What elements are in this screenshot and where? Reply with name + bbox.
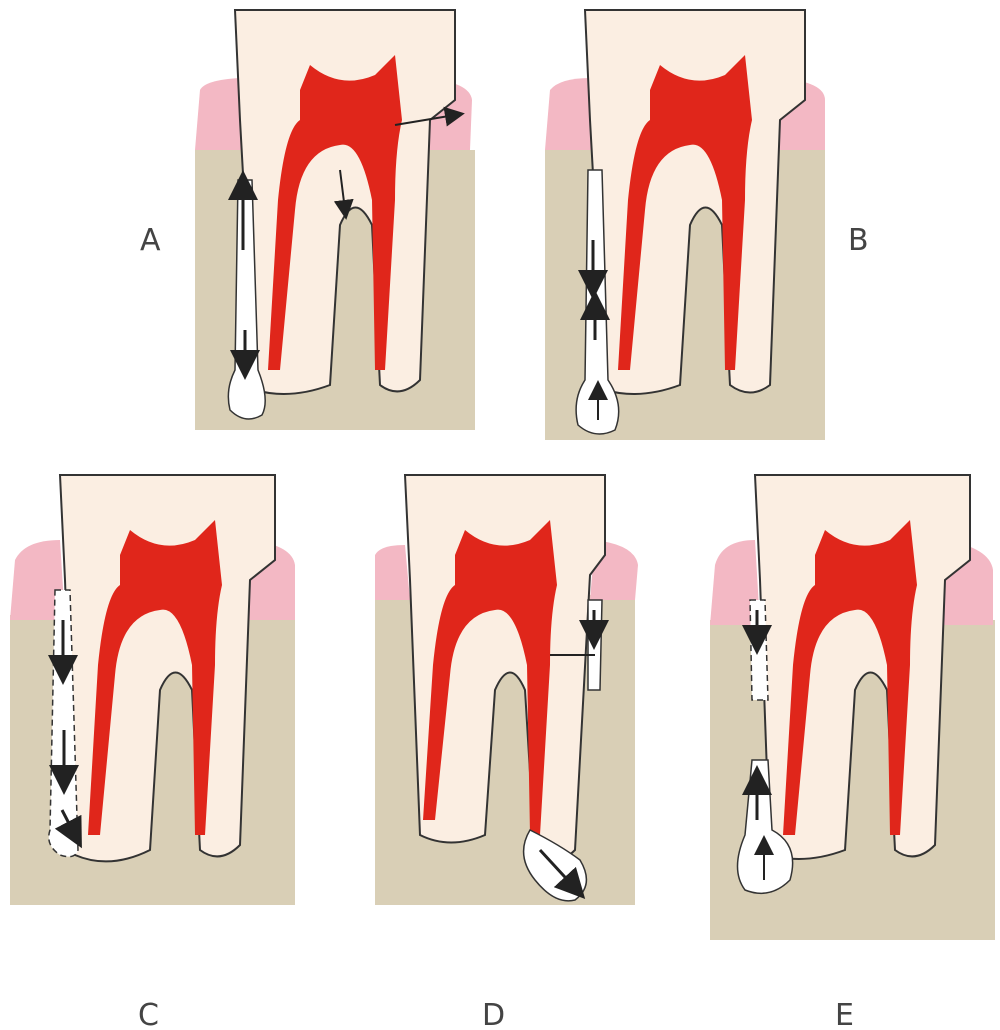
panel-label-e: E — [835, 998, 854, 1030]
gingiva-left — [195, 78, 245, 150]
panel-a: A — [140, 10, 475, 430]
gingiva-left — [375, 545, 410, 600]
panel-label-a: A — [140, 223, 161, 258]
panel-c: C — [10, 475, 295, 1030]
panel-label-d: D — [482, 998, 505, 1030]
panel-label-c: C — [138, 998, 159, 1030]
panel-d: D — [375, 475, 638, 1030]
gingiva-left — [545, 78, 595, 150]
periodontal-lesion — [750, 600, 768, 700]
panel-label-b: B — [848, 223, 869, 258]
panel-b: B — [545, 10, 869, 440]
panel-e: E — [710, 475, 995, 1030]
